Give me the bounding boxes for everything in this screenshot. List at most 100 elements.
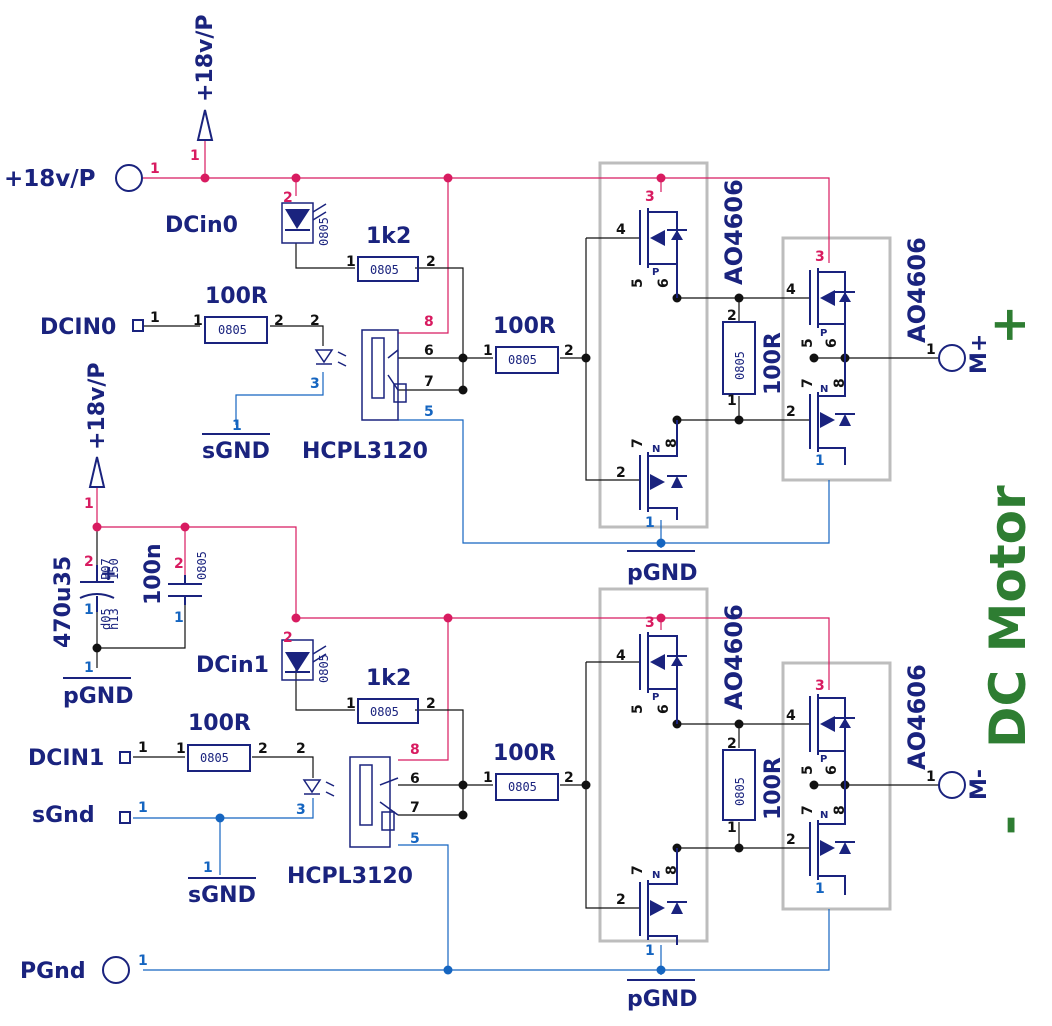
svg-text:4: 4 <box>616 222 626 238</box>
svg-text:1: 1 <box>232 418 242 434</box>
resistor-100r-input-bottom: 0805 100R 1 2 2 <box>176 711 306 772</box>
svg-text:pGND: pGND <box>627 561 697 586</box>
svg-text:1: 1 <box>150 310 160 326</box>
svg-text:7: 7 <box>630 865 646 875</box>
svg-text:8: 8 <box>410 742 420 758</box>
svg-text:1: 1 <box>176 741 186 757</box>
svg-text:2: 2 <box>310 313 320 329</box>
led-dcin0: 2 DCin0 0805 <box>165 190 331 246</box>
svg-text:0805: 0805 <box>508 353 537 367</box>
mosfet-bottom-right-p: 4 3 5 6 P <box>786 678 855 785</box>
pgnd-symbol-caps: pGND 1 <box>63 660 133 709</box>
svg-text:2: 2 <box>426 696 436 712</box>
svg-text:0805: 0805 <box>508 780 537 794</box>
svg-text:1: 1 <box>174 610 184 626</box>
sgnd-symbol-top: sGND 1 <box>202 418 270 464</box>
mosfet-label-4: AO4606 <box>903 664 931 770</box>
svg-text:P: P <box>820 754 827 765</box>
sgnd-input-pad[interactable]: sGnd 1 <box>32 800 148 828</box>
mosfet-top-left-p: 4 3 5 6 P <box>616 189 687 298</box>
svg-text:2: 2 <box>296 741 306 757</box>
capacitor-100n: 100n 2 1 0805 <box>141 543 209 626</box>
svg-text:5: 5 <box>800 338 816 348</box>
sgnd-symbol-bottom: sGND 1 <box>188 860 256 908</box>
m-plus-connector[interactable]: M+ 1 <box>926 334 992 374</box>
mosfet-top-right-n: 2 7 8 1 N <box>786 358 855 469</box>
svg-text:6: 6 <box>410 771 420 787</box>
svg-text:6: 6 <box>656 704 672 714</box>
svg-text:N: N <box>820 384 828 395</box>
m-minus-connector[interactable]: M- 1 <box>926 769 992 800</box>
svg-text:8: 8 <box>832 805 848 815</box>
svg-text:1: 1 <box>815 453 825 469</box>
dcin0-label: DCIN0 <box>40 315 116 340</box>
svg-text:0805: 0805 <box>733 777 747 806</box>
top-half-wiring <box>143 140 940 548</box>
mosfet-bottom-left-n: 2 7 8 1 N <box>616 848 687 959</box>
svg-text:2: 2 <box>727 736 737 752</box>
svg-text:pGND: pGND <box>627 987 697 1012</box>
svg-text:100R: 100R <box>761 757 786 820</box>
svg-text:1: 1 <box>138 800 148 816</box>
svg-text:2: 2 <box>727 308 737 324</box>
bottom-half-wiring <box>96 487 940 975</box>
svg-text:0805: 0805 <box>370 263 399 277</box>
svg-text:0805: 0805 <box>370 705 399 719</box>
svg-text:3: 3 <box>645 615 655 631</box>
svg-text:2: 2 <box>174 556 184 572</box>
svg-text:pGND: pGND <box>63 684 133 709</box>
led-dcin0-label: DCin0 <box>165 213 238 238</box>
svg-text:3: 3 <box>296 802 306 818</box>
vin-flag-label-bottom: +18v/P <box>85 362 110 450</box>
resistor-100r-gate-top: 0805 100R 1 2 <box>483 314 574 374</box>
svg-text:4: 4 <box>616 648 626 664</box>
svg-text:2: 2 <box>564 770 574 786</box>
dcin1-input-pad[interactable]: DCIN1 1 <box>28 740 148 771</box>
svg-text:d05: d05 <box>99 608 113 630</box>
svg-text:470u35: 470u35 <box>51 556 76 648</box>
led-dcin1-label: DCin1 <box>196 653 269 678</box>
svg-text:N: N <box>652 870 660 881</box>
svg-text:3: 3 <box>645 189 655 205</box>
svg-text:1: 1 <box>190 148 200 164</box>
svg-text:1: 1 <box>645 943 655 959</box>
sgnd-port-label: sGnd <box>32 803 95 828</box>
svg-text:2: 2 <box>616 892 626 908</box>
resistor-100r-bleed-top: 0805 100R 2 1 <box>722 308 786 409</box>
svg-text:100R: 100R <box>188 711 251 736</box>
svg-text:2: 2 <box>283 190 293 206</box>
mosfet-label-2: AO4606 <box>903 237 931 343</box>
resistor-1k2-top: 0805 1k2 1 2 <box>346 224 436 282</box>
vin-power-flag-bottom: +18v/P 1 <box>84 362 110 512</box>
mosfet-label-3: AO4606 <box>720 604 748 710</box>
vin-connector[interactable]: +18v/P 1 <box>4 161 160 192</box>
svg-text:P07: P07 <box>99 558 113 580</box>
svg-text:7: 7 <box>800 805 816 815</box>
pgnd-connector[interactable]: PGnd 1 <box>20 953 148 984</box>
svg-text:8: 8 <box>832 378 848 388</box>
mosfet-package-boxes <box>598 161 892 943</box>
title-minus: - <box>981 815 1037 835</box>
dcin1-label: DCIN1 <box>28 746 104 771</box>
svg-text:6: 6 <box>656 278 672 288</box>
pgnd-symbol-bottom: pGND <box>627 979 697 1012</box>
svg-text:1k2: 1k2 <box>366 666 411 691</box>
svg-text:1: 1 <box>346 254 356 270</box>
svg-text:1: 1 <box>203 860 213 876</box>
svg-text:4: 4 <box>786 282 796 298</box>
svg-text:5: 5 <box>800 765 816 775</box>
svg-text:2: 2 <box>283 630 293 646</box>
dcin0-input-pad[interactable]: DCIN0 1 <box>40 310 160 340</box>
svg-text:+: + <box>100 561 117 585</box>
vin-flag-label-top: +18v/P <box>193 14 218 102</box>
svg-text:1: 1 <box>926 769 936 785</box>
svg-text:0805: 0805 <box>218 323 247 337</box>
svg-text:1: 1 <box>645 515 655 531</box>
svg-text:1: 1 <box>815 881 825 897</box>
vin-port-label: +18v/P <box>4 166 96 192</box>
m-plus-label: M+ <box>967 334 992 374</box>
vin-power-flag-top: +18v/P 1 <box>190 14 218 164</box>
pgnd-port-label: PGnd <box>20 959 86 984</box>
svg-text:sGND: sGND <box>202 439 270 464</box>
